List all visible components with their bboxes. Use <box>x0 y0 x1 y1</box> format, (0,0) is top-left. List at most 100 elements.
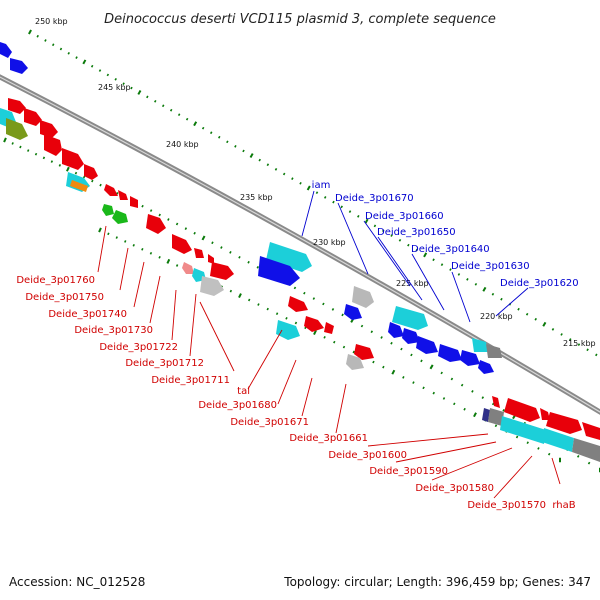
gene-red-5 <box>62 148 84 170</box>
map-title: Deinococcus deserti VCD115 plasmid 3, co… <box>104 12 496 27</box>
label-3p01711: Deide_3p01711 <box>151 375 230 386</box>
ruler-inner1-tick <box>167 218 170 221</box>
ruler-outer-tick <box>306 185 311 191</box>
kbp-label-250: 250 kbp <box>35 17 68 26</box>
ruler-inner1-tick <box>502 408 505 412</box>
gene-blue-9 <box>478 360 494 374</box>
label-3p01712: Deide_3p01712 <box>125 358 204 369</box>
gene-blue-7 <box>438 344 462 362</box>
ruler-inner2-tick <box>158 255 161 259</box>
gene-gray-3 <box>486 344 502 358</box>
label-iam: iam <box>312 180 331 191</box>
label-3p01760: Deide_3p01760 <box>16 275 95 286</box>
ruler-inner2-tick <box>323 335 326 339</box>
ruler-outer-tick <box>382 229 385 233</box>
gene-red-14 <box>210 262 234 280</box>
ruler-outer-tick <box>525 312 529 316</box>
ruler-inner1-tick <box>99 183 102 187</box>
ruler-outer-tick <box>586 348 589 352</box>
label-3p01671: Deide_3p01671 <box>230 417 309 428</box>
ruler-inner2-tick <box>98 227 102 233</box>
kbp-scale-labels: 250 kbp 245 kbp 240 kbp 235 kbp 230 kbp … <box>35 17 596 348</box>
ruler-outer-tick <box>122 82 125 86</box>
ruler-inner1-tick <box>238 255 241 259</box>
ruler-inner2-tick <box>342 345 346 349</box>
ruler-inner1-tick <box>50 160 54 163</box>
gene-features <box>0 42 600 462</box>
ruler-inner1-tick <box>158 213 161 217</box>
ruler-inner1-tick <box>193 231 196 235</box>
ruler-inner2-tick <box>352 350 355 354</box>
ruler-outer-tick <box>36 34 39 38</box>
gene-red-6 <box>84 164 98 180</box>
ruler-outer-tick <box>234 145 237 148</box>
gene-cyan-7 <box>542 428 574 452</box>
label-3p01750: Deide_3p01750 <box>25 292 104 303</box>
ruler-inner2-tick <box>313 330 317 335</box>
ruler-inner2-tick <box>166 258 171 264</box>
ruler-inner2-tick <box>294 321 298 325</box>
gene-gray-5 <box>488 408 504 426</box>
ruler-inner2-tick <box>175 264 179 267</box>
kbp-label-220: 220 kbp <box>480 312 513 321</box>
ruler-inner2-tick <box>453 402 456 406</box>
ruler-inner2-tick <box>537 447 540 450</box>
gene-gray-6 <box>572 438 600 462</box>
ruler-outer-tick <box>432 258 435 262</box>
kbp-label-215: 215 kbp <box>563 339 596 348</box>
ruler-inner1-tick <box>400 347 403 351</box>
accession-text: Accession: NC_012528 <box>9 575 145 589</box>
ruler-inner2-tick <box>473 412 477 418</box>
ruler-outer-tick <box>560 333 563 336</box>
ruler-inner1-tick <box>247 260 250 264</box>
ruler-inner1-tick <box>341 313 344 317</box>
label-3p01630: Deide_3p01630 <box>451 261 530 272</box>
gene-red-10 <box>146 214 166 234</box>
ruler-inner1-tick <box>429 364 434 370</box>
ruler-inner1-tick <box>360 324 364 328</box>
ruler-inner1-tick <box>149 209 153 212</box>
ruler-inner1-tick <box>370 330 374 334</box>
ruler-inner1-tick <box>19 145 22 149</box>
ruler-outer-tick <box>209 131 213 135</box>
ruler-inner1-tick <box>42 156 46 160</box>
gene-green-2 <box>112 210 128 224</box>
gene-red-2 <box>24 108 42 126</box>
ruler-inner1-tick <box>256 265 259 269</box>
ruler-outer-tick <box>291 177 294 181</box>
ruler-inner1-tick <box>576 455 580 458</box>
ruler-outer-tick <box>457 273 461 276</box>
ruler-outer-tick <box>266 163 270 167</box>
label-3p01670: Deide_3p01670 <box>335 193 414 204</box>
red-label-connectors <box>97 225 561 499</box>
ruler-inner2-tick <box>494 424 498 428</box>
gene-red-12 <box>194 248 204 258</box>
ruler-outer-tick <box>449 268 452 271</box>
gene-red-21 <box>540 408 550 420</box>
ruler-outer-tick <box>551 328 555 331</box>
gene-red-1 <box>8 98 26 114</box>
ruler-outer-tick <box>500 297 503 301</box>
gene-cyan-4 <box>472 338 488 352</box>
gene-blue-1 <box>10 58 28 74</box>
ruler-inner2-tick <box>229 289 233 293</box>
ruler-outer-tick <box>106 73 110 77</box>
ruler-inner2-tick <box>412 381 415 384</box>
ruler-outer-tick <box>90 64 94 68</box>
ruler-outer-tick <box>482 286 487 292</box>
ruler-inner2-tick <box>382 365 385 369</box>
ruler-outer-tick <box>542 321 547 327</box>
ruler-outer-tick <box>274 168 278 171</box>
gene-gray-4 <box>346 354 364 370</box>
ruler-inner2-tick <box>463 407 466 411</box>
label-3p01590: Deide_3p01590 <box>369 466 448 477</box>
gene-blue-edge <box>0 42 12 58</box>
ruler-inner2-tick <box>275 312 279 316</box>
ruler-inner2-tick <box>391 369 396 375</box>
ruler-outer-tick <box>249 153 254 158</box>
label-3p01600: Deide_3p01600 <box>328 450 407 461</box>
kbp-label-225: 225 kbp <box>396 279 429 288</box>
ruler-outer-tick <box>415 248 418 252</box>
ruler-inner1-tick <box>220 246 223 249</box>
ruler-inner2-tick <box>132 244 135 247</box>
